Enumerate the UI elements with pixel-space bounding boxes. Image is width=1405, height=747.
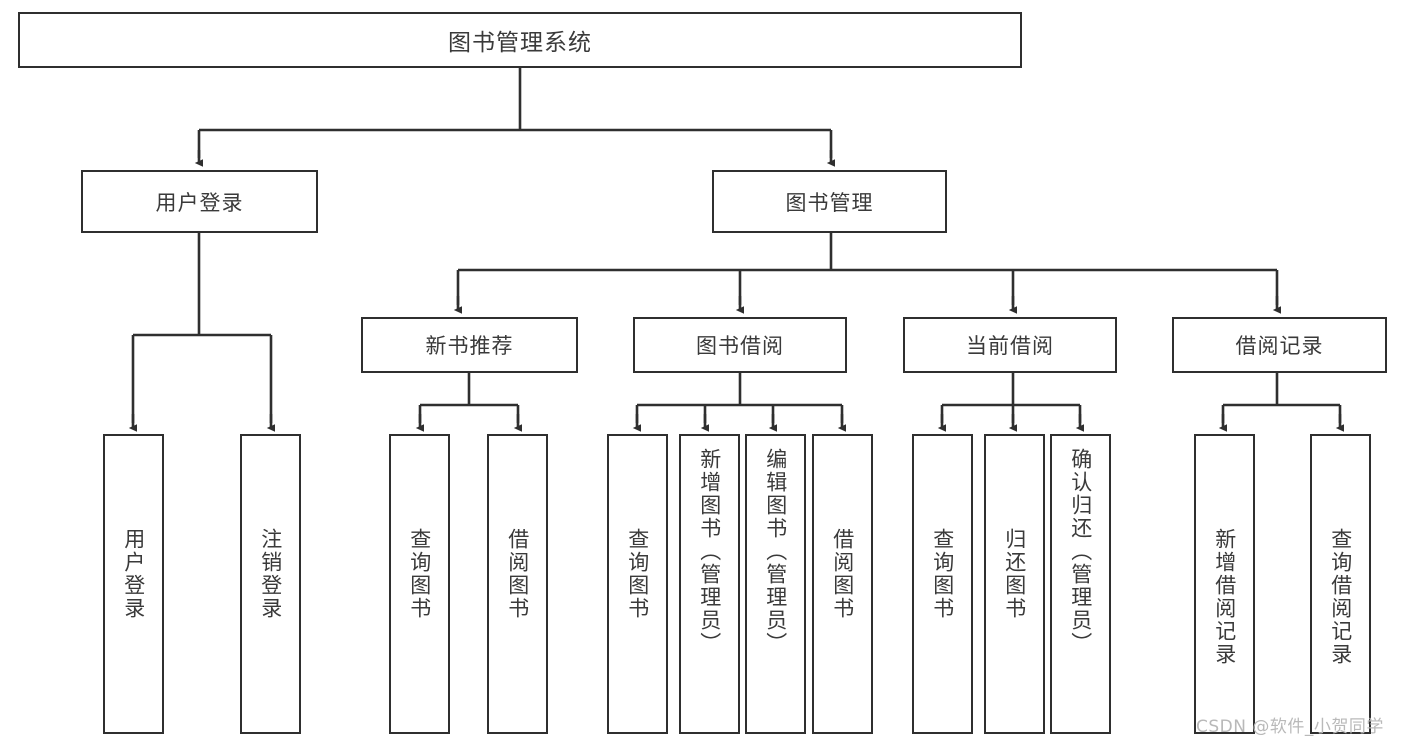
leaf-borrow-book-recommend[interactable]: 借阅图书 xyxy=(487,434,548,734)
node-label: 图书管理系统 xyxy=(448,30,592,56)
leaf-add-borrow-record[interactable]: 新增借阅记录 xyxy=(1194,434,1255,734)
leaf-label: 查询借阅记录 xyxy=(1328,528,1353,666)
node-label: 借阅记录 xyxy=(1235,334,1324,358)
leaf-borrow-book[interactable]: 借阅图书 xyxy=(812,434,873,734)
node-label: 图书管理 xyxy=(785,190,874,215)
leaf-logout[interactable]: 注销登录 xyxy=(240,434,301,734)
leaf-query-book-recommend[interactable]: 查询图书 xyxy=(389,434,450,734)
node-current-borrow[interactable]: 当前借阅 xyxy=(903,317,1117,373)
node-borrow-record[interactable]: 借阅记录 xyxy=(1172,317,1387,373)
leaf-label: 借阅图书 xyxy=(505,528,530,620)
leaf-label: 查询图书 xyxy=(930,528,955,620)
leaf-edit-book-admin[interactable]: 编辑图书（管理员） xyxy=(745,434,806,734)
leaf-label: 确认归还（管理员） xyxy=(1068,448,1093,655)
node-user-login[interactable]: 用户登录 xyxy=(81,170,318,233)
leaf-query-book-borrow[interactable]: 查询图书 xyxy=(607,434,668,734)
node-book-management[interactable]: 图书管理 xyxy=(712,170,947,233)
leaf-label: 查询图书 xyxy=(407,528,432,620)
leaf-user-login[interactable]: 用户登录 xyxy=(103,434,164,734)
node-label: 新书推荐 xyxy=(425,334,514,358)
node-label: 图书借阅 xyxy=(696,334,784,358)
node-book-borrow[interactable]: 图书借阅 xyxy=(633,317,847,373)
node-label: 用户登录 xyxy=(155,190,244,215)
node-new-book-recommend[interactable]: 新书推荐 xyxy=(361,317,578,373)
leaf-return-book[interactable]: 归还图书 xyxy=(984,434,1045,734)
leaf-label: 借阅图书 xyxy=(830,528,855,620)
node-label: 当前借阅 xyxy=(966,334,1054,358)
leaf-confirm-return-admin[interactable]: 确认归还（管理员） xyxy=(1050,434,1111,734)
leaf-query-book-current[interactable]: 查询图书 xyxy=(912,434,973,734)
csdn-watermark: CSDN @软件_小贺同学 xyxy=(1196,717,1384,737)
leaf-label: 编辑图书（管理员） xyxy=(763,448,788,655)
node-root-system[interactable]: 图书管理系统 xyxy=(18,12,1022,68)
leaf-label: 新增借阅记录 xyxy=(1212,528,1237,666)
leaf-query-borrow-record[interactable]: 查询借阅记录 xyxy=(1310,434,1371,734)
leaf-label: 用户登录 xyxy=(121,528,146,620)
leaf-label: 查询图书 xyxy=(625,528,650,620)
leaf-add-book-admin[interactable]: 新增图书（管理员） xyxy=(679,434,740,734)
leaf-label: 新增图书（管理员） xyxy=(697,448,722,655)
leaf-label: 注销登录 xyxy=(258,528,283,620)
leaf-label: 归还图书 xyxy=(1002,528,1027,620)
